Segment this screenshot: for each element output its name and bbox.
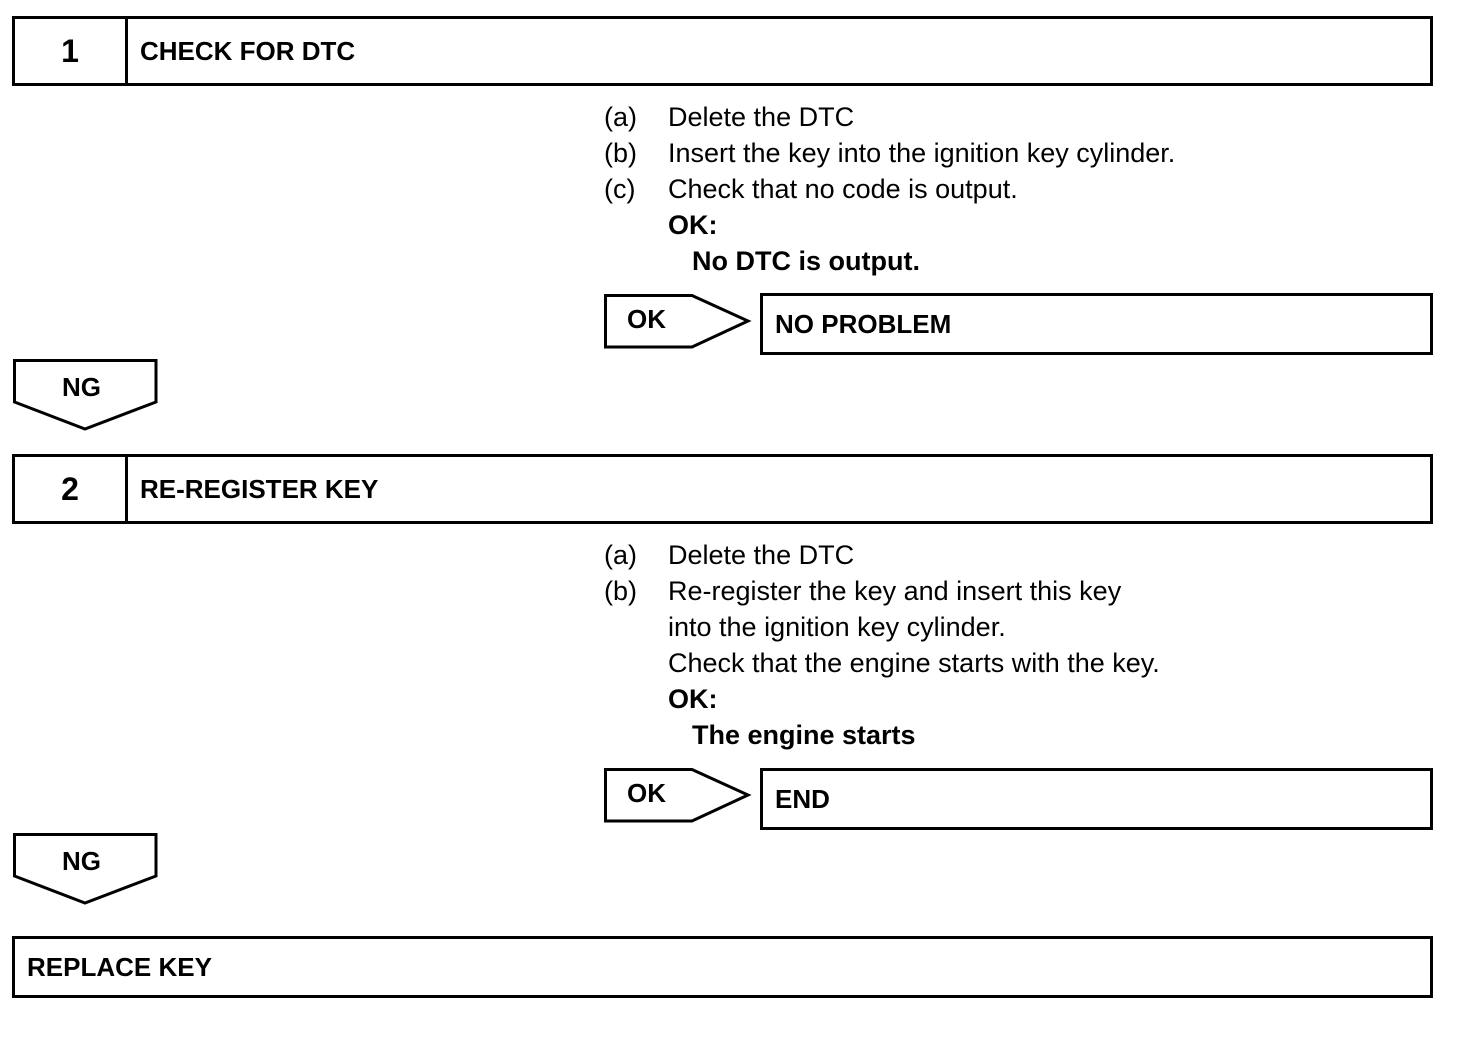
ok-condition: No DTC is output. <box>692 246 920 276</box>
instruction-item: (b) Re-register the key and insert this … <box>604 573 1364 609</box>
step-number: 2 <box>15 457 128 521</box>
step-2-header: 2 RE-REGISTER KEY <box>12 454 1433 524</box>
instruction-text: Check that no code is output. <box>668 174 1018 204</box>
ok-heading: OK: <box>668 210 718 240</box>
instruction-label: (b) <box>604 138 637 168</box>
instruction-item: (b) Insert the key into the ignition key… <box>604 135 1364 171</box>
instruction-label: (a) <box>604 540 637 570</box>
step-number: 1 <box>15 19 128 83</box>
instruction-continuation: into the ignition key cylinder. <box>668 612 1006 642</box>
instruction-item: (c) Check that no code is output. <box>604 171 1364 207</box>
result-no-problem: NO PROBLEM <box>760 293 1433 355</box>
instruction-label: (a) <box>604 102 637 132</box>
step-2-instructions: (a) Delete the DTC (b) Re-register the k… <box>604 537 1364 753</box>
instruction-text: Re-register the key and insert this key <box>668 576 1122 606</box>
ok-arrow-label: OK <box>627 304 666 334</box>
instruction-continuation: Check that the engine starts with the ke… <box>668 648 1160 678</box>
step-1-instructions: (a) Delete the DTC (b) Insert the key in… <box>604 99 1364 279</box>
ok-arrow-label: OK <box>627 778 666 808</box>
instruction-text: Delete the DTC <box>668 102 855 132</box>
result-end: END <box>760 768 1433 830</box>
instruction-text: Insert the key into the ignition key cyl… <box>668 138 1176 168</box>
step-title: CHECK FOR DTC <box>140 35 356 66</box>
ng-arrow-label: NG <box>62 846 101 876</box>
instruction-label: (b) <box>604 576 637 606</box>
ok-condition: The engine starts <box>692 720 916 750</box>
instruction-label: (c) <box>604 174 636 204</box>
step-title: RE-REGISTER KEY <box>140 473 379 504</box>
ng-arrow-icon <box>13 359 158 431</box>
ok-arrow-icon <box>604 768 752 823</box>
ng-arrow-label: NG <box>62 372 101 402</box>
instruction-text: Delete the DTC <box>668 540 855 570</box>
ok-heading: OK: <box>668 684 718 714</box>
final-replace-key: REPLACE KEY <box>12 936 1433 998</box>
instruction-item: (a) Delete the DTC <box>604 537 1364 573</box>
instruction-item: (a) Delete the DTC <box>604 99 1364 135</box>
ng-arrow-icon <box>13 833 158 905</box>
step-1-header: 1 CHECK FOR DTC <box>12 16 1433 86</box>
ok-arrow-icon <box>604 294 752 349</box>
